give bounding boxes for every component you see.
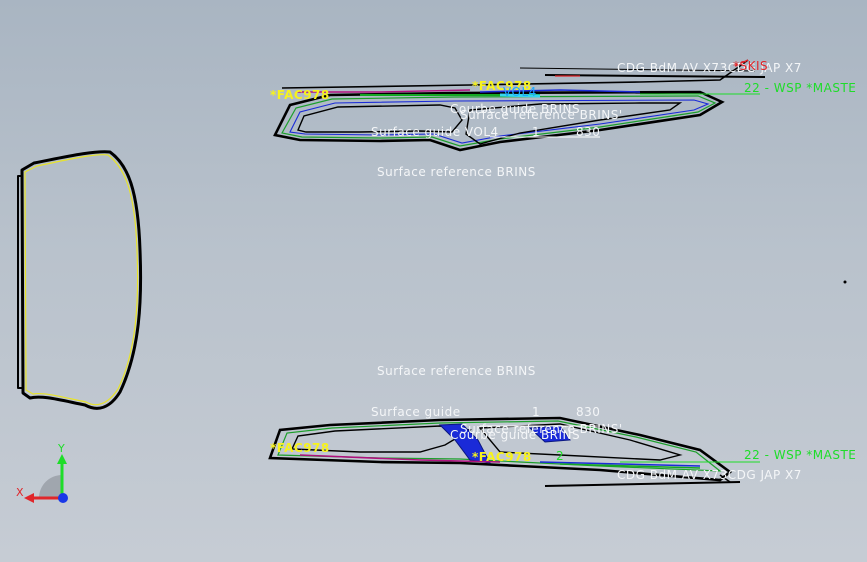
bottom-courbe-guide-label[interactable]: Courbe guide BRINS: [450, 428, 581, 442]
axis-y-label: Y: [58, 442, 65, 455]
top-dim-830[interactable]: 830: [576, 125, 601, 139]
top-surface-guide-label[interactable]: Surface guide VOL4: [371, 125, 499, 139]
top-fac-left-label[interactable]: *FAC978: [270, 88, 330, 102]
bottom-dim-2[interactable]: 2: [556, 449, 565, 463]
top-wsp-label[interactable]: 22 - WSP *MASTE: [744, 81, 857, 95]
bottom-surface-ref-quoted-label[interactable]: Surface reference BRINS': [460, 422, 623, 436]
windshield-side-profile: [17, 150, 143, 410]
bottom-dim-830[interactable]: 830: [576, 405, 601, 419]
xyz-compass-icon[interactable]: Y X: [12, 440, 74, 506]
origin-marker: [843, 280, 847, 284]
bottom-dim-1[interactable]: 1: [532, 405, 541, 419]
bottom-fac-right-label[interactable]: *FAC978: [472, 450, 532, 464]
top-cdg-label[interactable]: CDG BdM AV X73CDG JAP X7: [617, 61, 802, 75]
top-surface-reference-label[interactable]: Surface reference BRINS: [377, 165, 536, 179]
windshield-top-plan: [273, 59, 766, 152]
bottom-cdg-label[interactable]: CDG BdM AV X73CDG JAP X7: [617, 468, 802, 482]
top-fac-right-label[interactable]: *FAC978: [472, 79, 532, 93]
windshield-bottom-plan: [268, 416, 760, 487]
bottom-surface-reference-label[interactable]: Surface reference BRINS: [377, 364, 536, 378]
top-courbe-guide-label[interactable]: Courbe guide BRINS: [450, 102, 581, 116]
top-vol-label[interactable]: VOL4: [503, 85, 537, 99]
bottom-fac-left-label[interactable]: *FAC978: [270, 441, 330, 455]
bottom-surface-guide-label[interactable]: Surface guide: [371, 405, 461, 419]
top-dim-1[interactable]: 1: [532, 125, 541, 139]
axis-triad-graphic: [24, 454, 68, 503]
top-skis-label[interactable]: *SKIS: [733, 59, 769, 73]
top-surface-ref-quoted-label[interactable]: Surface reference BRINS': [460, 108, 623, 122]
bottom-wsp-label[interactable]: 22 - WSP *MASTE: [744, 448, 857, 462]
axis-x-label: X: [16, 486, 24, 499]
